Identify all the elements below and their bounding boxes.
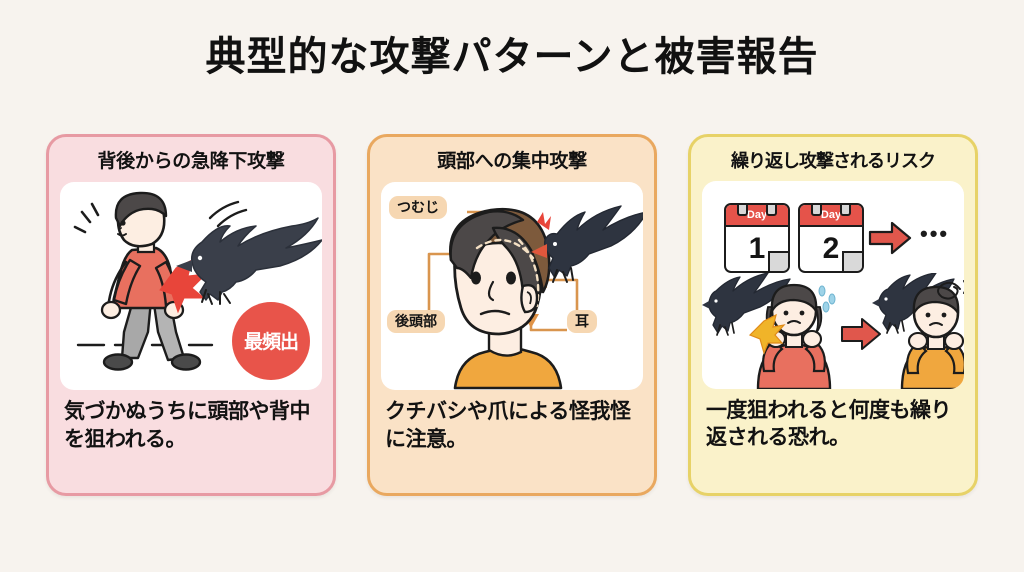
calendar-ring-icon (737, 204, 748, 216)
arrow-right-icon (868, 221, 912, 254)
calendar-fold-icon (768, 250, 788, 271)
calendar-ring-icon (840, 204, 851, 216)
card-illustration: つむじ 後頭部 耳 (381, 181, 643, 390)
calendar-day-1: Day 1 (724, 202, 790, 273)
label-tsumuji: つむじ (389, 195, 447, 220)
label-kotoubu: 後頭部 (387, 309, 445, 334)
repeated-attack-scene (702, 272, 964, 389)
page-title: 典型的な攻撃パターンと被害報告 (205, 35, 819, 79)
head-attack-diagram (427, 205, 643, 390)
card-illustration: Day 1 Day 2 ••• (702, 180, 964, 389)
walking-person-crow-illustration (73, 191, 322, 371)
card-head-focus[interactable]: 頭部への集中攻撃 (367, 134, 657, 496)
calendar-ring-icon (766, 204, 777, 216)
card-caption: クチバシや爪による怪我怪に注意。 (385, 399, 631, 451)
card-illustration: 最頻出 (60, 181, 322, 390)
label-mimi: 耳 (567, 309, 597, 334)
calendar-head-label: Day (800, 204, 862, 227)
calendar-number: 2 (822, 231, 840, 265)
card-row: 背後からの急降下攻撃 (46, 134, 978, 496)
crow-shape (702, 272, 791, 336)
crow-shape (531, 205, 643, 283)
card-title: 背後からの急降下攻撃 (97, 151, 285, 172)
calendar-ring-icon (811, 204, 822, 216)
card-sudden-dive[interactable]: 背後からの急降下攻撃 (46, 134, 336, 496)
card-caption: 気づかぬうちに頭部や背中を狙われる。 (64, 399, 311, 451)
calendar-head-label: Day (726, 204, 788, 227)
calendar-fold-icon (842, 250, 862, 271)
card-title: 繰り返し攻撃されるリスク (731, 151, 936, 171)
ellipsis-indicator: ••• (920, 220, 950, 246)
calendar-number: 1 (748, 231, 766, 265)
crow-shape (176, 217, 322, 305)
calendar-day-2: Day 2 (798, 202, 864, 273)
status-badge: 最頻出 (232, 301, 310, 380)
card-title: 頭部への集中攻撃 (437, 151, 587, 172)
card-repeat-risk[interactable]: 繰り返し攻撃されるリスク Day 1 Day 2 (688, 134, 978, 496)
card-caption: 一度狙われると何度も繰り返される恐れ。 (706, 398, 951, 450)
